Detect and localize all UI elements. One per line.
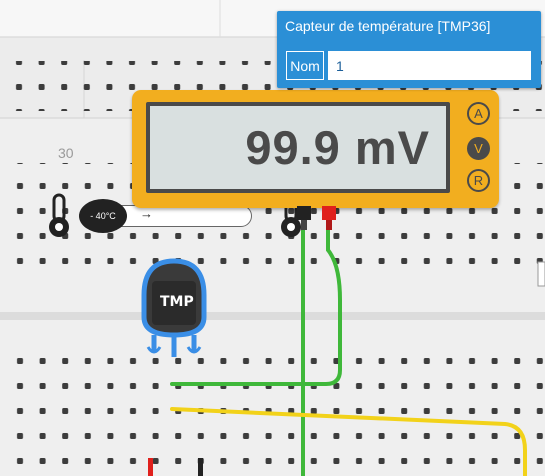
mode-voltmeter-button[interactable]: V xyxy=(467,137,490,160)
multimeter-probes[interactable] xyxy=(292,206,340,234)
temperature-slider-knob[interactable]: - 40°C xyxy=(79,199,127,233)
arrow-right-icon: → xyxy=(140,206,153,221)
tmp36-sensor[interactable] xyxy=(136,257,212,365)
multimeter-display: 99.9 mV xyxy=(146,102,450,193)
thermometer-icon xyxy=(49,193,69,237)
mode-ammeter-button[interactable]: A xyxy=(467,102,490,125)
name-label: Nom xyxy=(286,51,324,80)
sensor-label: TMP xyxy=(160,294,194,310)
panel-title: Capteur de température [TMP36] xyxy=(285,18,491,34)
multimeter[interactable]: 99.9 mV A V R xyxy=(132,90,499,208)
thermometer-icon xyxy=(281,193,301,237)
column-label: 30 xyxy=(58,145,74,161)
properties-panel: Capteur de température [TMP36] Nom xyxy=(277,11,541,88)
multimeter-reading: 99.9 mV xyxy=(245,121,430,174)
name-input[interactable] xyxy=(328,51,531,80)
mode-ohmmeter-button[interactable]: R xyxy=(467,169,490,192)
